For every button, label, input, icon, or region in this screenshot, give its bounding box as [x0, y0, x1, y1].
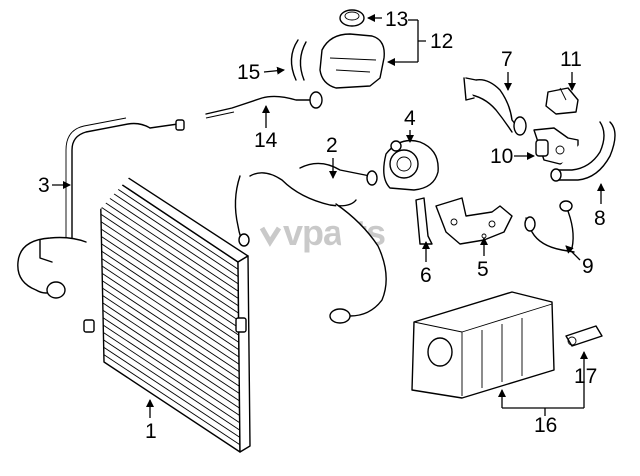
callout-label-9: 9 [582, 255, 594, 278]
hose-part-15 [290, 39, 307, 81]
callout-label-17: 17 [574, 365, 597, 388]
radiator-fin [100, 213, 239, 307]
hose-part-7 [463, 77, 527, 136]
callout-label-3: 3 [38, 174, 50, 197]
callout-16: 16 [498, 351, 588, 437]
radiator-fin [102, 317, 240, 409]
callout-label-13: 13 [385, 8, 408, 31]
callout-label-5: 5 [477, 258, 489, 281]
callout-6: 6 [420, 241, 432, 287]
callout-13: 13 [367, 8, 418, 31]
callout-10: 10 [490, 145, 535, 168]
radiator-fin [102, 280, 240, 372]
radiator-fin [102, 302, 240, 394]
sensor-part-17 [565, 325, 603, 347]
intercooler-part-16 [411, 291, 555, 399]
radiator-fin [102, 287, 240, 380]
radiator-fin [100, 184, 239, 277]
radiator-fin [103, 339, 241, 431]
callout-label-11: 11 [560, 48, 582, 71]
radiator-fin [101, 243, 240, 336]
callout-15: 15 [237, 61, 285, 84]
radiator-fin [102, 295, 240, 387]
callout-4: 4 [404, 107, 416, 143]
hose-part-2 [234, 162, 387, 324]
radiator-fin [100, 206, 239, 299]
callout-label-10: 10 [490, 145, 513, 168]
callout-label-15: 15 [237, 61, 260, 84]
callout-7: 7 [501, 48, 513, 91]
valve-part-10 [533, 127, 579, 165]
callout-label-14: 14 [254, 129, 278, 152]
callout-label-16: 16 [534, 414, 557, 437]
callout-12: 12 [387, 20, 453, 66]
hose-part-3 [17, 117, 185, 299]
callout-label-12: 12 [430, 30, 453, 53]
radiator-fin [103, 346, 241, 438]
callout-9: 9 [565, 245, 594, 278]
bracket-part-5 [435, 197, 513, 245]
radiator-fin [100, 221, 239, 314]
callout-14: 14 [254, 105, 278, 152]
callout-label-1: 1 [145, 420, 157, 443]
radiator-fin [101, 273, 240, 365]
radiator-fin [100, 228, 239, 321]
radiator-fin [102, 309, 240, 402]
radiator-fin [100, 191, 239, 285]
radiator-part-1 [83, 165, 251, 453]
callout-17: 17 [574, 365, 597, 388]
radiator-fin [101, 258, 240, 351]
callout-label-8: 8 [594, 207, 606, 230]
callout-11: 11 [560, 48, 582, 91]
expansion-tank-part-12 [319, 33, 385, 89]
hose-part-8 [550, 121, 616, 182]
callout-8: 8 [594, 183, 606, 230]
callout-label-6: 6 [420, 264, 432, 287]
cap-part-13 [339, 9, 365, 27]
radiator-fin [103, 332, 240, 424]
hose-part-14 [205, 91, 323, 119]
radiator-fin [103, 354, 241, 446]
radiator-fin [101, 236, 239, 329]
callout-5: 5 [477, 237, 489, 281]
callout-label-2: 2 [326, 134, 338, 157]
hose-part-9 [524, 200, 575, 253]
radiator-fin [101, 265, 240, 358]
radiator-fin [100, 199, 239, 292]
radiator-fins [99, 177, 241, 446]
callout-3: 3 [38, 174, 71, 197]
callout-label-4: 4 [404, 107, 416, 130]
callout-2: 2 [326, 134, 338, 179]
water-pump-part-4 [383, 139, 439, 191]
radiator-fin [99, 177, 239, 270]
clip-part-11 [545, 87, 579, 115]
radiator-fin [101, 250, 240, 343]
bracket-part-6 [415, 197, 433, 245]
callout-1: 1 [145, 399, 157, 443]
radiator-fin [102, 324, 240, 416]
callout-label-7: 7 [501, 48, 513, 71]
